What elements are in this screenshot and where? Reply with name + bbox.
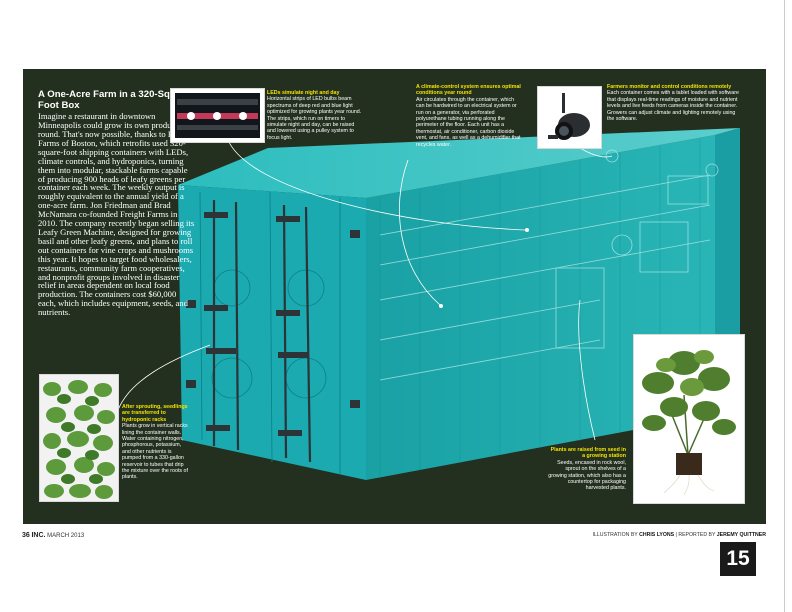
hydroponic-rack-icon xyxy=(40,375,118,501)
reporter-name: JEREMY QUITTNER xyxy=(716,532,766,538)
article-body: Imagine a restaurant in downtown Minneap… xyxy=(38,111,196,318)
illustrator-name: CHRIS LYONS xyxy=(639,532,675,538)
callout-seed: Plants are raised from seed in a growing… xyxy=(548,447,626,492)
article-headline: A One-Acre Farm in a 320-Square-Foot Box xyxy=(38,89,194,111)
credit-divider: | xyxy=(675,532,679,538)
illustration-credit-label: ILLUSTRATION BY xyxy=(592,532,638,538)
article-intro: A One-Acre Farm in a 320-Square-Foot Box… xyxy=(38,89,196,318)
basil-plant-icon xyxy=(634,335,744,503)
led-photo xyxy=(170,88,265,143)
page-edge-divider xyxy=(784,0,785,612)
callout-sprouting: After sprouting, seedlings are transferr… xyxy=(122,404,190,481)
container-door-end xyxy=(178,185,366,480)
callout-seed-heading: Plants are raised from seed in a growing… xyxy=(550,447,626,460)
callout-leds-text: Horizontal strips of LED bulbs beam spec… xyxy=(267,96,362,141)
page-footer-left: 36 INC. MARCH 2013 xyxy=(22,532,84,539)
callout-leds: LEDs simulate night and day Horizontal s… xyxy=(267,90,363,141)
callout-monitor-heading: Farmers monitor and control conditions r… xyxy=(607,84,732,90)
reported-credit-label: REPORTED BY xyxy=(678,532,716,538)
led-strip-icon xyxy=(171,89,264,142)
callout-climate-text: Air circulates through the container, wh… xyxy=(416,96,521,148)
callout-sprouting-text: Plants grow in vertical racks lining the… xyxy=(122,423,188,481)
callout-climate-heading: A climate-control system ensures optimal… xyxy=(416,84,521,97)
callout-monitor: Farmers monitor and control conditions r… xyxy=(607,84,743,122)
page-number: 36 xyxy=(22,532,30,539)
issue-date: MARCH 2013 xyxy=(47,533,85,539)
slide-number-badge: 15 xyxy=(720,542,756,576)
plant-rack-photo xyxy=(39,374,119,502)
callout-sprouting-heading: After sprouting, seedlings are transferr… xyxy=(122,404,188,423)
security-camera-icon xyxy=(538,87,601,148)
camera-photo xyxy=(537,86,602,149)
callout-climate: A climate-control system ensures optimal… xyxy=(416,84,522,148)
callout-monitor-text: Each container comes with a tablet loade… xyxy=(607,90,739,123)
plant-photo xyxy=(633,334,745,504)
page-footer-credits: ILLUSTRATION BY CHRIS LYONS | REPORTED B… xyxy=(593,532,766,538)
callout-seed-text: Seeds, encased in rock wool, sprout on t… xyxy=(548,459,626,492)
magazine-name: INC. xyxy=(31,532,46,539)
callout-leds-heading: LEDs simulate night and day xyxy=(267,90,340,96)
